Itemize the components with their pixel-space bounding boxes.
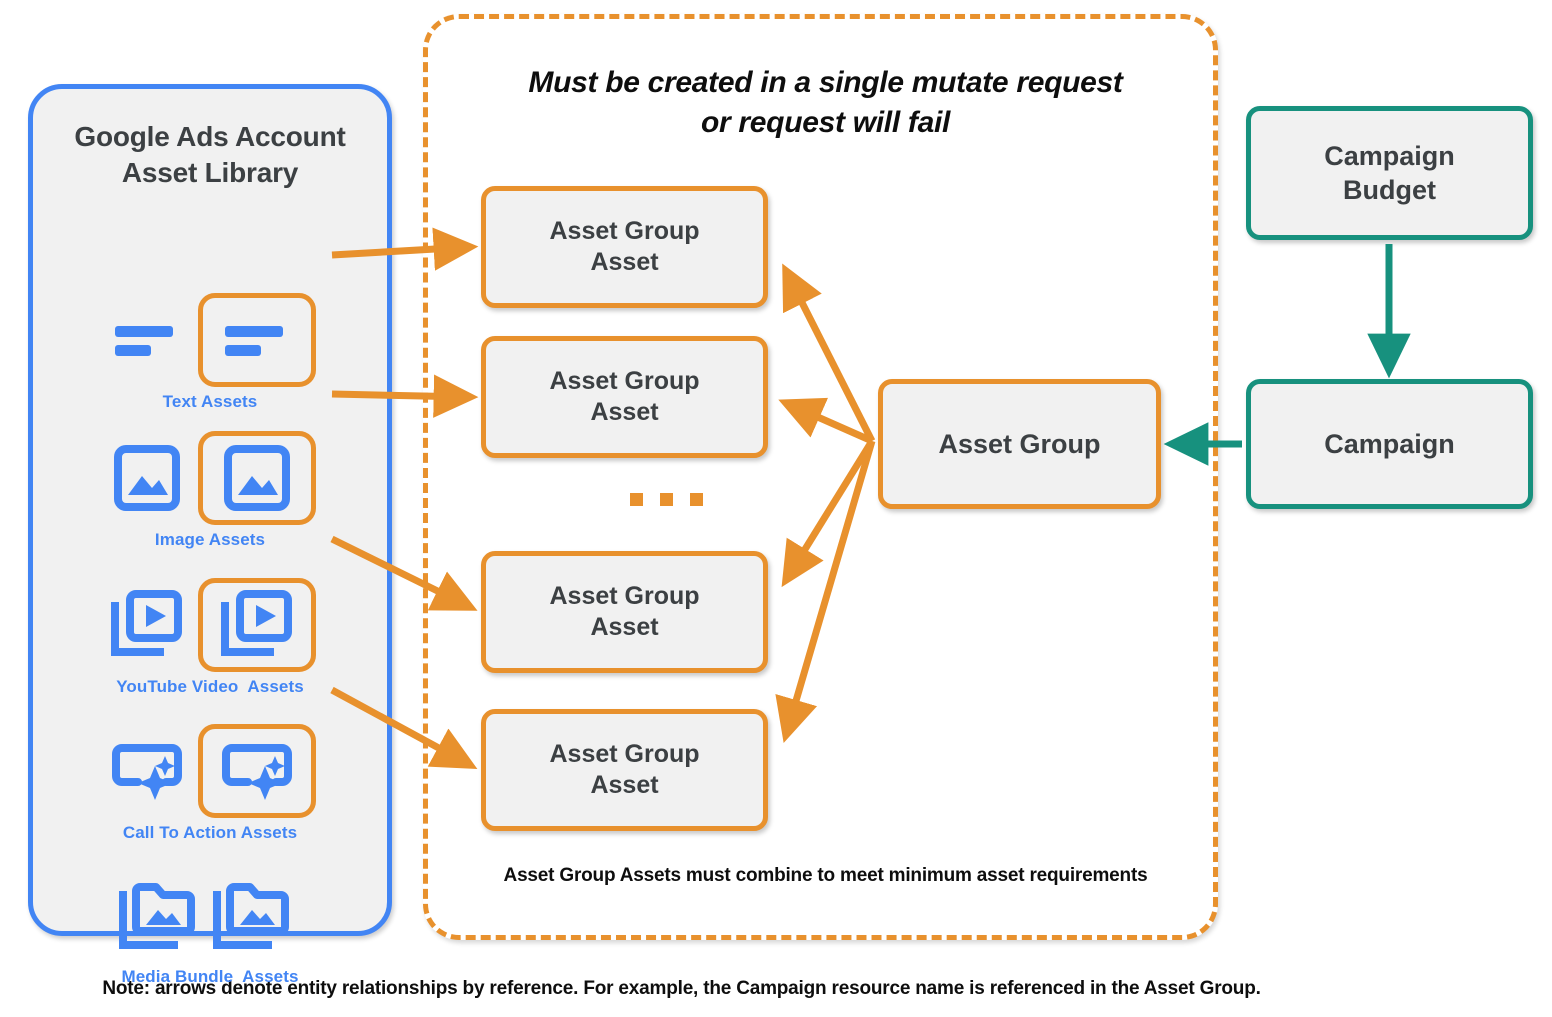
asset-label-cta: Call To Action Assets xyxy=(122,823,298,842)
text-asset-icon-selected[interactable] xyxy=(198,293,316,387)
diagram-note: Note: arrows denote entity relationships… xyxy=(102,978,1261,999)
campaign-budget-label-line1: Campaign xyxy=(1324,140,1455,171)
ellipsis-dot-3 xyxy=(690,493,703,506)
asset-group-asset-2-line1: Asset Group xyxy=(549,366,700,395)
asset-group-asset-2-line2: Asset xyxy=(590,398,659,426)
asset-group-asset-1-line1: Asset Group xyxy=(549,216,700,245)
asset-row-media-bundle: Media Bundle Assets xyxy=(33,867,387,987)
asset-group-asset-3-line1: Asset Group xyxy=(549,581,700,610)
asset-label-text: Text Assets xyxy=(162,392,258,411)
ellipsis-dot-2 xyxy=(660,493,673,506)
mutate-zone-footer: Asset Group Assets must combine to meet … xyxy=(503,865,1148,886)
image-asset-icon xyxy=(104,435,190,521)
asset-group-asset-box-3[interactable]: Asset Group Asset xyxy=(481,551,768,673)
campaign-budget-box[interactable]: Campaign Budget xyxy=(1246,106,1533,240)
text-asset-icon xyxy=(104,297,190,383)
asset-library-panel: Google Ads Account Asset Library xyxy=(28,84,392,986)
asset-group-asset-box-1[interactable]: Asset Group Asset xyxy=(481,186,768,308)
mutate-zone-header-line1: Must be created in a single mutate reque… xyxy=(528,66,1123,99)
asset-icons-cta xyxy=(33,723,387,819)
media-bundle-asset-icon-2 xyxy=(210,872,296,958)
video-asset-icon xyxy=(104,582,190,668)
campaign-label: Campaign xyxy=(1324,428,1455,459)
ellipsis-dot-1 xyxy=(630,493,643,506)
asset-library-title-line1: Google Ads Account xyxy=(74,121,346,152)
campaign-box[interactable]: Campaign xyxy=(1246,379,1533,509)
mutate-zone-header-line2: or request will fail xyxy=(700,105,951,139)
campaign-budget-label-line2: Budget xyxy=(1343,175,1436,205)
asset-row-video: YouTube Video Assets xyxy=(33,577,387,697)
mutate-zone-header: Must be created in a single mutate reque… xyxy=(448,63,1203,143)
asset-row-text: Text Assets xyxy=(33,292,387,412)
media-bundle-asset-icon xyxy=(116,872,202,958)
asset-label-image: Image Assets xyxy=(154,530,266,549)
asset-label-video: YouTube Video Assets xyxy=(116,677,304,696)
asset-group-asset-ellipsis xyxy=(630,493,703,506)
asset-icons-video xyxy=(33,577,387,673)
asset-group-label: Asset Group xyxy=(938,428,1101,459)
image-asset-icon-selected[interactable] xyxy=(198,431,316,525)
asset-icons-image xyxy=(33,430,387,526)
asset-row-image: Image Assets xyxy=(33,430,387,550)
asset-library-title: Google Ads Account Asset Library xyxy=(33,119,387,190)
asset-group-asset-box-4[interactable]: Asset Group Asset xyxy=(481,709,768,831)
video-asset-icon-selected[interactable] xyxy=(198,578,316,672)
asset-icons-text xyxy=(33,292,387,388)
call-to-action-asset-icon-selected[interactable] xyxy=(198,724,316,818)
asset-group-asset-1-line2: Asset xyxy=(590,248,659,276)
asset-library-title-line2: Asset Library xyxy=(121,156,299,188)
asset-label-media-bundle: Media Bundle Assets xyxy=(121,967,299,986)
asset-group-asset-box-2[interactable]: Asset Group Asset xyxy=(481,336,768,458)
call-to-action-asset-icon xyxy=(104,728,190,814)
asset-icons-media-bundle xyxy=(33,867,387,963)
asset-group-asset-3-line2: Asset xyxy=(590,613,659,641)
asset-group-asset-4-line1: Asset Group xyxy=(549,739,700,768)
asset-group-asset-4-line2: Asset xyxy=(590,771,659,799)
asset-row-cta: Call To Action Assets xyxy=(33,723,387,843)
asset-group-box[interactable]: Asset Group xyxy=(878,379,1161,509)
